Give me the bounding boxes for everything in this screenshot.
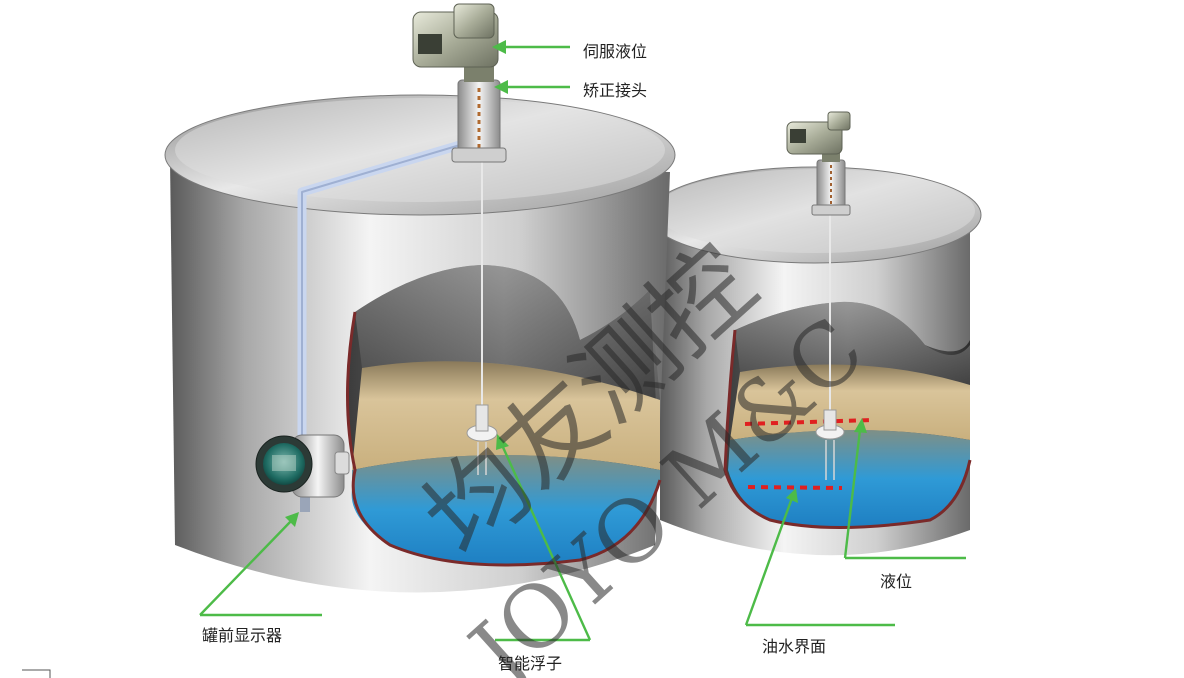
right-servo-gauge-icon: [786, 111, 851, 216]
right-float-icon: [815, 409, 845, 480]
corner-mark: [22, 669, 51, 678]
label-liquid-level: 液位: [880, 572, 913, 591]
tank-display-icon: [255, 434, 350, 512]
label-tank-side-display: 罐前显示器: [202, 626, 283, 645]
left-water-layer: [351, 455, 660, 565]
level-marker: [744, 418, 873, 426]
smart-float-icon: [466, 404, 498, 475]
float-leader: [495, 434, 592, 642]
interface-marker: [747, 485, 843, 490]
level-leader: [843, 418, 966, 560]
display-leader: [199, 512, 322, 617]
tank-left: [164, 3, 676, 593]
right-water-layer: [728, 430, 970, 528]
right-oil-layer: [730, 364, 970, 440]
tank-left-cutaway: [346, 265, 662, 567]
leader-lines: [199, 40, 966, 642]
servo-gauge-icon: [412, 3, 507, 163]
tank-right-cutaway: [723, 301, 972, 529]
interface-leader: [744, 488, 895, 627]
left-oil-layer: [352, 361, 660, 470]
tank-right: [648, 111, 982, 556]
joint-leader: [494, 80, 570, 94]
label-servo-level-gauge: 伺服液位: [583, 42, 648, 61]
label-oil-water-interface: 油水界面: [762, 637, 827, 656]
servo-leader: [492, 40, 570, 54]
label-smart-float: 智能浮子: [498, 654, 563, 673]
label-correction-joint: 矫正接头: [583, 81, 648, 100]
